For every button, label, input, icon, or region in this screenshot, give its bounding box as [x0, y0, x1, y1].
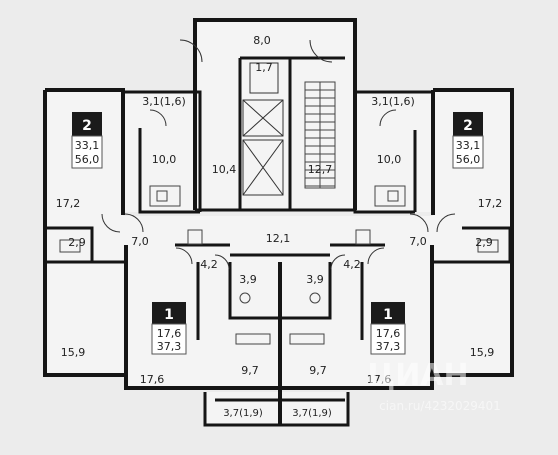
- room-core-top: 8,0: [253, 34, 271, 47]
- room-kitchen-right: 10,0: [377, 153, 402, 166]
- badge-a2-left: 2 33,1 56,0: [71, 112, 103, 169]
- room-bath-s-left: 4,2: [200, 258, 218, 271]
- watermark-id: cian.ru/4232029401: [379, 399, 501, 413]
- outer-walls: [43, 18, 514, 425]
- badge-a1-right-living: 17,6: [376, 327, 401, 340]
- room-loggia-right: 3,1(1,6): [371, 95, 415, 108]
- room-kitchen-s-left: 9,7: [241, 364, 259, 377]
- room-loggia-left: 3,1(1,6): [142, 95, 186, 108]
- room-balcony-right: 3,7(1,9): [292, 408, 332, 419]
- room-elevator-small: 1,7: [255, 61, 273, 74]
- badge-a1-right-total: 37,3: [376, 340, 401, 353]
- room-hall2-right: 7,0: [409, 235, 427, 248]
- room-stair: 12,7: [308, 163, 333, 176]
- badge-a2-right-total: 56,0: [456, 153, 481, 166]
- lift-shafts: [242, 62, 284, 196]
- room-corridor: 12,1: [266, 232, 291, 245]
- badge-a2-right-rooms: 2: [463, 118, 473, 134]
- room-lift-hall: 10,4: [212, 163, 237, 176]
- badge-a2-left-living: 33,1: [75, 139, 100, 152]
- room-bath-left: 2,9: [68, 236, 86, 249]
- badge-a1-left-total: 37,3: [157, 340, 182, 353]
- badge-a2-left-total: 56,0: [75, 153, 100, 166]
- stair-flights: [304, 81, 336, 189]
- room-wc-left: 3,9: [239, 273, 257, 286]
- inner-walls: [47, 56, 512, 427]
- badge-a2-right: 2 33,1 56,0: [452, 112, 484, 169]
- room-wc-right: 3,9: [306, 273, 324, 286]
- room-hall2-left: 7,0: [131, 235, 149, 248]
- room-room-right: 17,6: [367, 373, 392, 386]
- watermark: ЦИАН cian.ru/4232029401: [367, 358, 500, 413]
- room-bath-s-right: 4,2: [343, 258, 361, 271]
- room-kitchen-left: 10,0: [152, 153, 177, 166]
- room-bedroom-left: 15,9: [61, 346, 86, 359]
- room-hall-left: 17,2: [56, 197, 81, 210]
- badge-a1-left-living: 17,6: [157, 327, 182, 340]
- room-hall-right: 17,2: [478, 197, 503, 210]
- badge-a1-right-rooms: 1: [383, 307, 393, 323]
- room-bath-right: 2,9: [475, 236, 493, 249]
- watermark-brand: ЦИАН: [367, 358, 468, 393]
- badge-a2-left-rooms: 2: [82, 118, 92, 134]
- fixtures: [59, 185, 499, 345]
- badge-a2-right-living: 33,1: [456, 139, 481, 152]
- room-bedroom-right: 15,9: [470, 346, 495, 359]
- room-room-left: 17,6: [140, 373, 165, 386]
- room-balcony-left: 3,7(1,9): [223, 408, 263, 419]
- door-swings: [101, 39, 456, 270]
- badge-a1-right: 1 17,6 37,3: [370, 302, 406, 355]
- room-labels: 8,0 1,7 10,4 12,7 12,1 3,1(1,6) 3,1(1,6)…: [56, 34, 503, 419]
- badge-a1-left-rooms: 1: [164, 307, 174, 323]
- room-kitchen-s-right: 9,7: [309, 364, 327, 377]
- badge-a1-left: 1 17,6 37,3: [151, 302, 187, 355]
